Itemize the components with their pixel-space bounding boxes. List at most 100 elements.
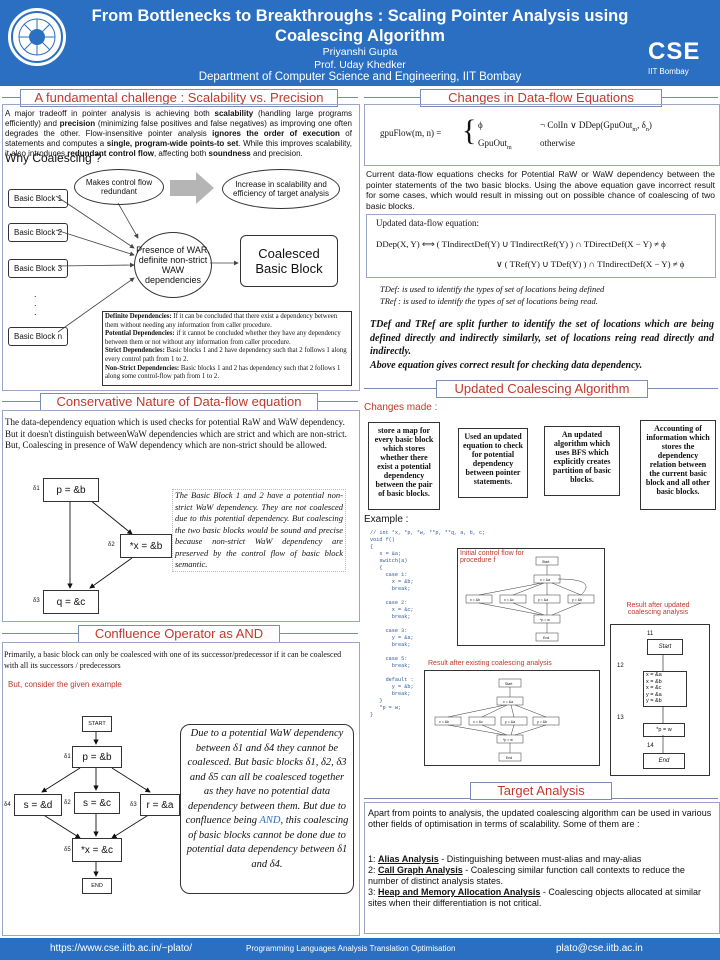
svg-text:Start: Start [542,560,549,564]
coalesced-basic-block: Coalesced Basic Block [240,235,338,287]
target-text-alias: - Distinguishing between must-alias and … [438,854,642,864]
def-nonstrict: Non-Strict Dependencies: Basic blocks 1 … [105,365,349,382]
conservative-cfg [67,499,133,589]
def-potential: Potential Dependencies: if it cannot be … [105,330,349,347]
def-potential-term: Potential Dependencies: [105,330,175,338]
updated-start: Start [647,639,683,655]
def-nonstrict-text: Basic blocks 1 and 2 has dependency such… [105,364,341,381]
def-strict-term: Strict Dependencies: [105,347,165,355]
change-box-accounting: Accounting of information which stores t… [640,420,716,510]
confluence-note-and: AND [259,815,281,826]
footer-url[interactable]: https://www.cse.iitb.ac.in/~plato/ [50,943,193,954]
eq-lhs: gpuFlow(m, n) = [380,128,442,138]
author-block: Priyanshi Gupta Prof. Uday Khedker Depar… [60,46,660,84]
ellipsis-dots: . . . [34,289,37,317]
why-coalescing-heading: Why Coalescing ? [5,151,102,165]
label-delta3: δ3 [33,598,40,604]
consider-example: But, consider the given example [8,680,122,689]
svg-text:x = &a: x = &a [540,578,550,582]
cfg-end: END [82,878,112,894]
svg-text:*p = w: *p = w [540,618,550,622]
svg-text:Start: Start [505,682,512,686]
example-label: Example : [364,514,409,525]
cfg2-node-x-c: *x = &c [72,838,122,862]
updated-end: End [643,753,685,769]
updated-pw: *p = w [643,723,685,737]
target-name-alias: Alias Analysis [378,854,439,864]
target-name-heap: Heap and Memory Allocation Analysis [378,887,541,897]
cse-logo-text: CSE [648,38,701,65]
target-item-callgraph: 2: Call Graph Analysis - Coalescing simi… [368,865,714,887]
example-code: // int *x, *p, *w, **p, **q, a, b, c; vo… [370,530,486,718]
scalability-text: A major tradeoff in pointer analysis is … [5,109,352,159]
why-coalescing-arrows [55,172,239,333]
def-potential-text: if it cannot be concluded whether they h… [105,330,341,346]
target-item-heap: 3: Heap and Memory Allocation Analysis -… [368,887,714,909]
cfg2-node-r-a: r = &a [140,794,180,816]
eq-case1-cond-text: ¬ ColIn ∨ DDep(GpuOut [540,120,633,130]
svg-text:y = &a: y = &a [505,720,515,724]
iitb-seal-icon [8,8,66,66]
cfg-start: START [82,716,112,732]
changes-made: Changes made : [364,402,438,413]
eq-case1: ϕ [478,120,483,130]
target-intro: Apart from points to analysis, the updat… [368,808,712,829]
tdef-tref-split: TDef and TRef are split further to ident… [370,319,714,357]
updated-cfg-box: 11 Start 12 x = &a x = &b x = &c y = &a … [610,624,710,776]
svg-text:x = &c: x = &c [473,720,483,724]
cfg2-node-s-c: s = &c [74,792,120,814]
ddep-equation-frame [366,214,716,278]
scalability-body: A major tradeoff in pointer analysis is … [5,109,353,158]
sec-scalability-frame [2,104,360,391]
ddep-equation-a: DDep(X, Y) ⟺ ( TIndirectDef(Y) ∪ TIndire… [376,239,666,249]
target-num-3: 3: [368,887,376,897]
updated-n14: 14 [647,743,654,749]
def-definite-text: If it can be concluded that there exist … [105,313,338,329]
def-definite-term: Definite Dependencies: [105,313,172,320]
existing-result-label: Result after existing coalescing analysi… [428,660,552,667]
svg-text:x = &c: x = &c [504,598,514,602]
cfg-node-p-b: p = &b [43,478,99,502]
ddep-equation-b: ∨ ( TRef(Y) ∪ TDef(Y) ) ∩ TIndirectDef(X… [496,259,685,269]
poster-header: From Bottlenecks to Breakthroughs : Scal… [0,0,720,86]
updated-result-label: Result after updated coalescing analysis [626,602,690,616]
basic-block-1: Basic Block 1 [8,189,69,208]
confluence-note: Due to a potential WaW dependency betwee… [180,724,354,894]
change-box-equation: Used an updated equation to check for po… [458,428,528,498]
confluence-cfg [41,732,151,877]
change-box-bfs: An updated algorithm which uses BFS whic… [544,426,620,496]
def-definite: Definite Dependencies: If it can be conc… [105,313,349,330]
target-name-callgraph: Call Graph Analysis [378,865,463,875]
svg-text:*p = w: *p = w [503,738,513,742]
conservative-note: The Basic Block 1 and 2 have a potential… [172,489,346,572]
updated-n12: 12 [617,663,624,669]
label-d1: δ1 [64,754,71,760]
confluence-note-b: , this coalescing of basic blocks cannot… [186,815,349,870]
department: Department of Computer Science and Engin… [198,71,522,83]
label-d4: δ4 [4,802,11,808]
updated-n11: 11 [647,631,654,637]
cse-logo-tag: IIT Bombay [648,67,689,76]
poster-footer: https://www.cse.iitb.ac.in/~plato/ Progr… [0,938,720,960]
target-num-1: 1: [368,854,376,864]
sec-conservative-title: Conservative Nature of Data-flow equatio… [40,393,318,411]
oval-redundant-control-flow: Makes control flow redundant [74,169,164,205]
dataflow-body: Current data-flow equations checks for P… [366,169,715,211]
basic-block-n: Basic Block n [8,327,69,346]
target-num-2: 2: [368,865,376,875]
eq-case2-cond: otherwise [540,138,575,148]
confluence-body: Primarily, a basic block can only be coa… [4,650,342,670]
cfg-node-q-c: q = &c [43,590,99,614]
oval-scalability-efficiency: Increase in scalability and efficiency o… [222,169,340,209]
basic-block-3: Basic Block 3 [8,259,69,278]
basic-block-2: Basic Block 2 [8,223,69,242]
updated-eq-label: Updated data-flow equation: [376,218,479,228]
tdef-def: TDef: is used to identify the types of s… [380,284,605,294]
eq-case2: GpuOutm [478,138,512,151]
def-strict-text: Basic blocks 1 and 2 have dependency suc… [105,347,347,363]
footer-email[interactable]: plato@cse.iitb.ac.in [556,943,643,954]
